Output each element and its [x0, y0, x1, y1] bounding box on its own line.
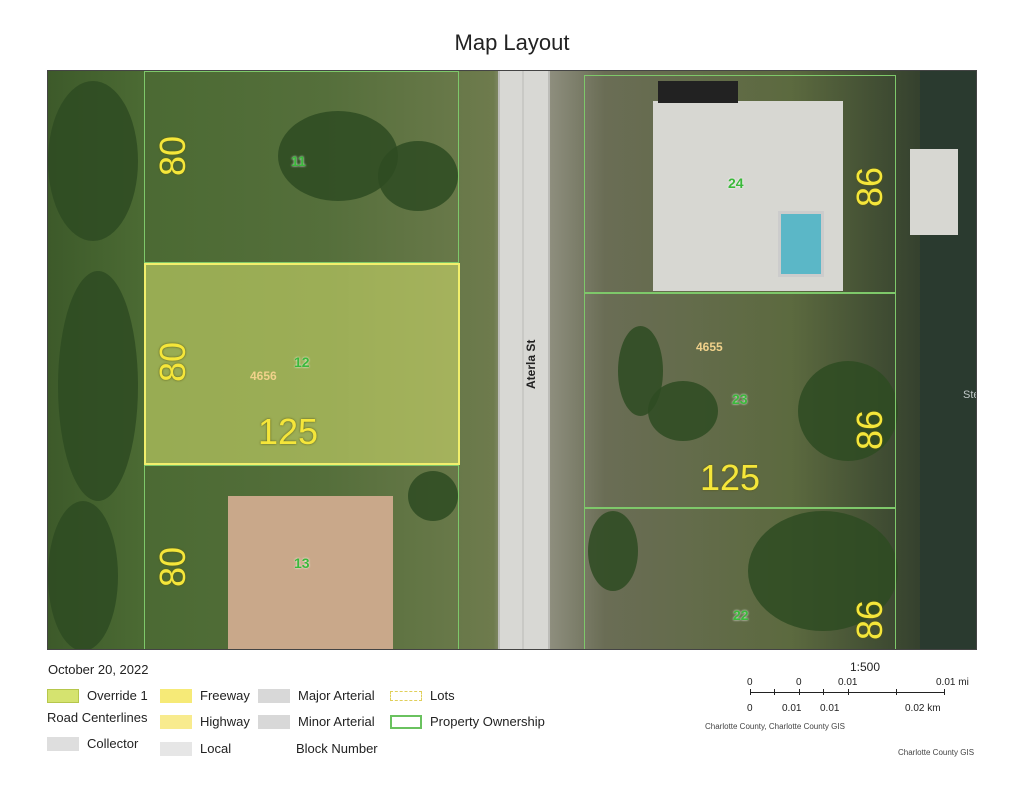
minor-arterial-swatch	[258, 714, 290, 729]
map-date: October 20, 2022	[48, 662, 149, 677]
lot-23[interactable]	[584, 293, 896, 508]
collector-swatch	[47, 736, 79, 751]
dimension-label: 86	[849, 166, 891, 208]
watermark: StellarMLS	[963, 389, 976, 401]
highway-swatch	[160, 714, 192, 729]
scale-line	[750, 689, 945, 695]
aerial-map[interactable]: Aterla St 80 80 80 125 86 86 86 125 11 1…	[47, 70, 977, 650]
house-roof	[228, 496, 393, 649]
scale-tick-label: 0	[747, 703, 753, 714]
legend-label: Major Arterial	[298, 688, 375, 703]
ownership-swatch	[390, 714, 422, 729]
scale-tick-label: 0	[796, 677, 802, 688]
tree-canopy	[408, 471, 458, 521]
lot-number: 12	[294, 354, 310, 370]
tree-canopy	[278, 111, 398, 201]
dimension-label: 80	[152, 135, 194, 177]
tree-canopy	[588, 511, 638, 591]
legend-label: Property Ownership	[430, 714, 545, 729]
address-number: 4656	[250, 369, 277, 383]
legend-label: Highway	[200, 714, 250, 729]
legend-label: Collector	[87, 736, 139, 751]
local-swatch	[160, 741, 192, 756]
legend-label: Override 1	[87, 688, 148, 703]
scale-tick	[774, 689, 775, 695]
tree-canopy	[58, 271, 138, 501]
lot-number: 22	[733, 607, 749, 623]
legend-label: Lots	[430, 688, 455, 703]
legend-property-ownership: Property Ownership	[390, 714, 545, 729]
road-centerline	[522, 71, 524, 649]
scale-tick	[750, 689, 751, 695]
dimension-label: 125	[700, 457, 761, 498]
lot-number: 11	[291, 153, 306, 169]
tree-canopy	[648, 381, 718, 441]
credit-right: Charlotte County GIS	[898, 748, 975, 757]
lot-number: 23	[732, 391, 748, 407]
scale-tick-label: 0.01 mi	[936, 677, 969, 688]
legend-highway: Highway	[160, 714, 250, 729]
credit-left: Charlotte County, Charlotte County GIS	[705, 722, 845, 731]
legend-collector: Collector	[47, 736, 138, 751]
dimension-label: 125	[258, 411, 319, 452]
lot-11[interactable]	[144, 71, 459, 263]
scale-tick	[823, 689, 824, 695]
scale-tick	[896, 689, 897, 695]
tree-canopy	[378, 141, 458, 211]
house-roof-dark	[658, 81, 738, 103]
scale-tick-label: 0.01	[838, 677, 858, 688]
legend-label: Freeway	[200, 688, 250, 703]
legend-override: Override 1	[47, 688, 148, 703]
lot-12-subject[interactable]	[144, 263, 460, 465]
scale-bar: 1:500 0 0 0.01 0.01 mi 0 0.01 0.01 0.02 …	[700, 660, 1000, 730]
lot-22[interactable]	[584, 508, 896, 649]
tree-canopy	[48, 81, 138, 241]
page-title: Map Layout	[454, 30, 570, 55]
legend-label: Minor Arterial	[298, 714, 375, 729]
lot-24[interactable]	[584, 75, 896, 293]
dimension-label: 80	[152, 546, 194, 588]
legend-block-number: Block Number	[296, 741, 378, 756]
legend-label: Local	[200, 741, 232, 756]
legend-minor-arterial: Minor Arterial	[258, 714, 375, 729]
scale-ratio: 1:500	[850, 660, 881, 674]
scale-tick-label: 0	[747, 677, 753, 688]
major-arterial-swatch	[258, 688, 290, 703]
lot-13[interactable]	[144, 465, 459, 649]
scale-tick-label: 0.02 km	[905, 703, 941, 714]
override-swatch	[47, 688, 79, 703]
lot-number: 13	[294, 555, 310, 571]
address-number: 4655	[696, 340, 723, 354]
legend-lots: Lots	[390, 688, 455, 703]
road-label: Aterla St	[524, 339, 538, 389]
legend-local: Local	[160, 741, 231, 756]
legend-major-arterial: Major Arterial	[258, 688, 375, 703]
dimension-label: 86	[849, 599, 891, 641]
dimension-label: 86	[849, 409, 891, 451]
scale-tick	[848, 689, 849, 695]
scale-tick	[799, 689, 800, 695]
lots-swatch	[390, 690, 422, 701]
legend-freeway: Freeway	[160, 688, 250, 703]
scale-tick-label: 0.01	[782, 703, 802, 714]
tree-canopy	[48, 501, 118, 649]
tree-canopy	[798, 361, 898, 461]
pool	[778, 211, 824, 277]
dimension-label: 80	[152, 341, 194, 383]
scale-tick-label: 0.01	[820, 703, 840, 714]
tree-canopy	[748, 511, 898, 631]
legend-road-centerlines: Road Centerlines	[47, 710, 147, 725]
freeway-swatch	[160, 688, 192, 703]
legend-label: Road Centerlines	[47, 710, 148, 725]
road	[498, 71, 550, 649]
scale-tick	[944, 689, 945, 695]
lot-number: 24	[728, 175, 744, 191]
legend-label: Block Number	[296, 741, 378, 756]
dock	[910, 149, 958, 235]
